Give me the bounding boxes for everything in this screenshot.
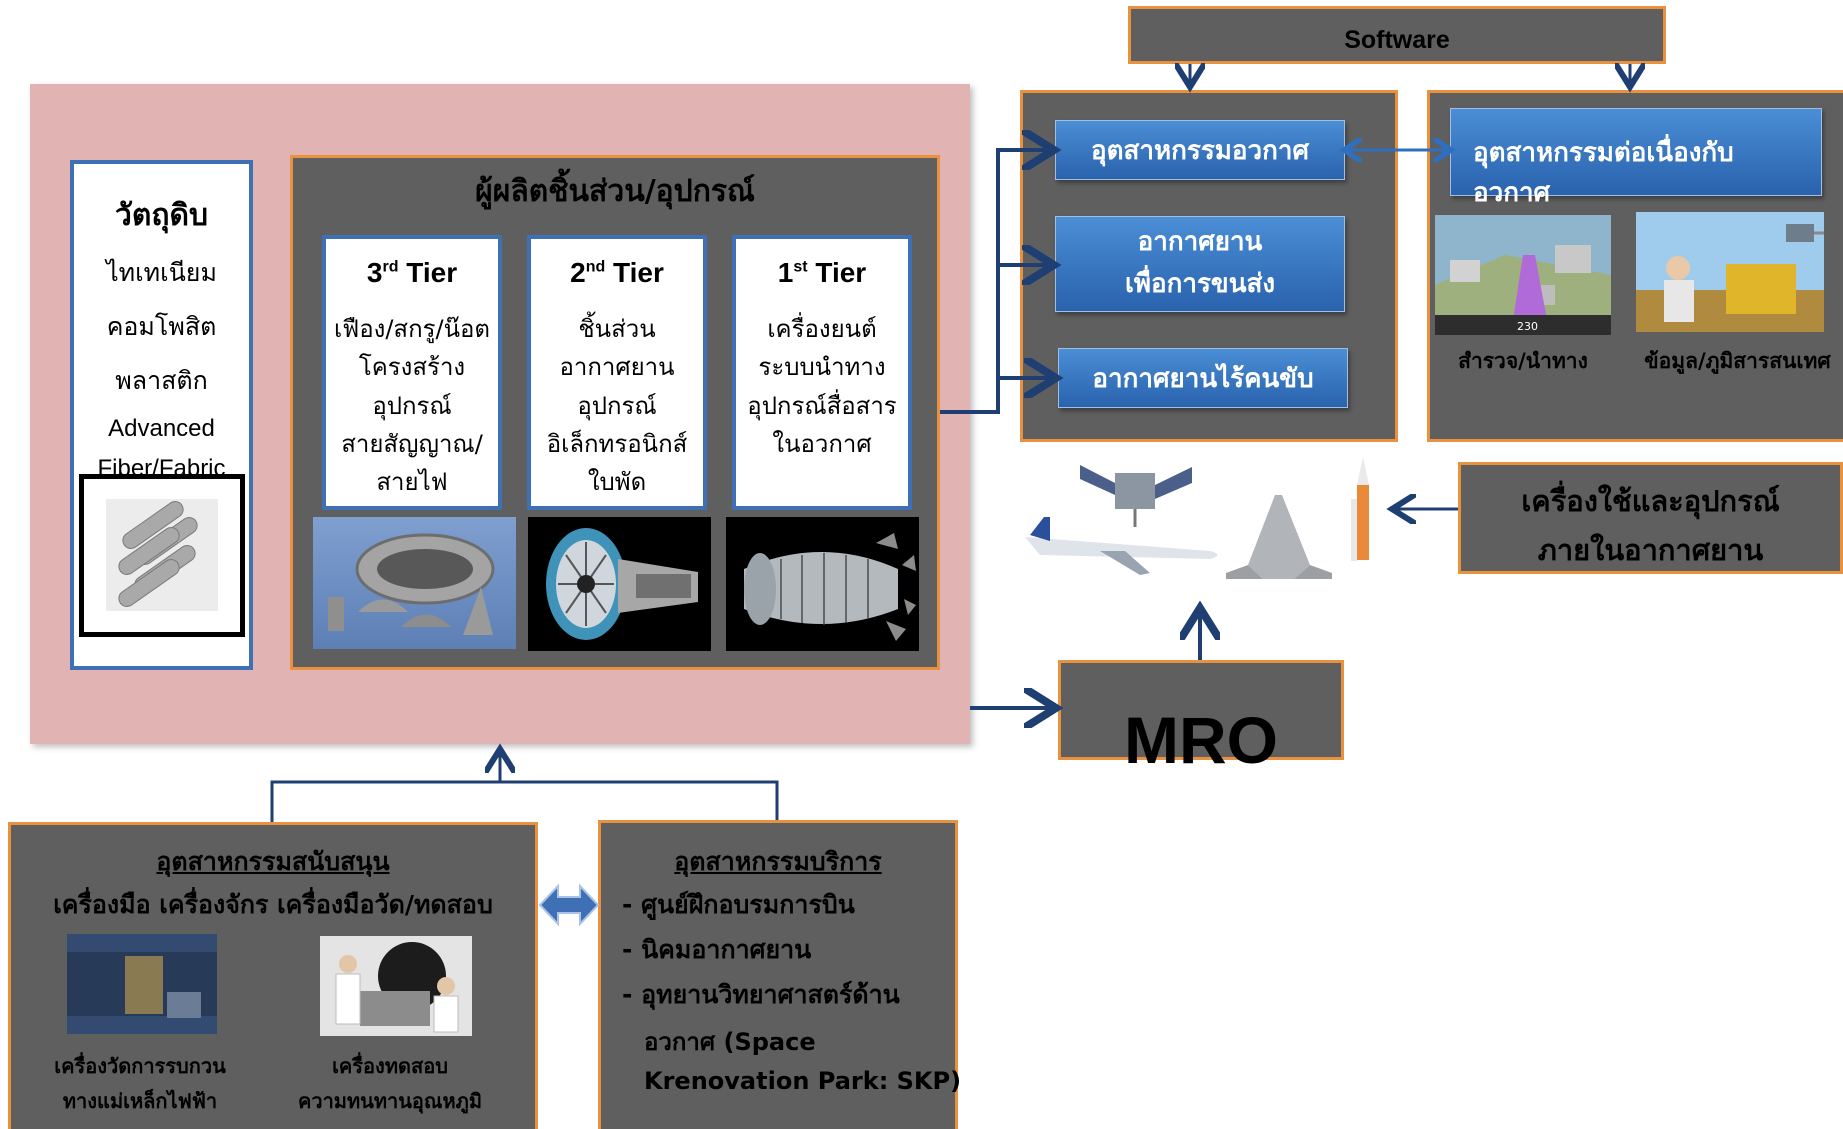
service-item: - นิคมอากาศยาน	[622, 935, 812, 964]
satellite-icon	[1080, 465, 1192, 527]
fighter-jet-icon	[1226, 495, 1332, 579]
transport-aircraft-line-2: เพื่อการขนส่ง	[1124, 269, 1276, 299]
tier-line: ในอวกาศ	[772, 429, 872, 458]
emi-caption-line-2: ทางแม่เหล็กไฟฟ้า	[62, 1089, 218, 1113]
material-item: Advanced	[108, 415, 215, 442]
aircraft-equipment-box	[1458, 462, 1843, 574]
airliner-icon	[1025, 517, 1218, 575]
material-item: คอมโพสิต	[106, 312, 217, 341]
engine-cutaway-image	[726, 517, 919, 651]
aircraft-illustration	[1025, 457, 1369, 579]
thermal-caption-line-1: เครื่องทดสอบ	[332, 1054, 448, 1078]
tier-1-card: 1st Tier เครื่องยนต์ ระบบนำทาง อุปกรณ์สื…	[732, 235, 912, 510]
tier-2-title: 2nd Tier	[570, 257, 664, 288]
tier-line: อุปกรณ์	[577, 391, 657, 420]
support-connector	[270, 780, 779, 822]
downstream-industry-button[interactable]: อุตสาหกรรมต่อเนื่องกับ อวกาศ	[1450, 108, 1822, 208]
turbofan-icon	[546, 528, 698, 640]
turbofan-image	[528, 517, 711, 651]
uav-button[interactable]: อากาศยานไร้คนขับ	[1058, 348, 1348, 408]
thermal-test-image	[320, 936, 472, 1036]
tier-line: โครงสร้าง	[358, 353, 466, 382]
service-item: - ศูนย์ฝึกอบรมการบิน	[622, 890, 855, 919]
navigation-map-image: 230	[1435, 215, 1611, 335]
tier-line: ใบพัด	[587, 468, 647, 497]
tier-1-title: 1st Tier	[777, 257, 867, 288]
metal-rods-icon	[106, 499, 218, 611]
tier-2-card: 2nd Tier ชิ้นส่วน อากาศยาน อุปกรณ์ อิเล็…	[527, 235, 707, 510]
navigation-map-icon: 230	[1435, 215, 1611, 335]
support-service-link	[538, 883, 600, 927]
satellite-farmer-image	[1636, 212, 1824, 332]
aircraft-equipment-line-1: เครื่องใช้และอุปกรณ์	[1521, 484, 1780, 518]
software-bar	[1128, 6, 1666, 64]
raw-materials-title: วัตถุดิบ	[114, 198, 209, 233]
manufacturer-connector	[940, 150, 1050, 414]
tier-3-card: 3rd Tier เฟือง/สกรู/น๊อต โครงสร้าง อุปกร…	[322, 235, 502, 510]
metal-rods-image	[79, 474, 245, 637]
tier-line: อุปกรณ์	[372, 391, 452, 420]
mro-label: MRO	[1124, 703, 1278, 777]
engine-cutaway-icon	[744, 533, 916, 641]
tier-line: อากาศยาน	[559, 353, 675, 382]
engine-parts-icon	[328, 533, 495, 635]
tier-line: อิเล็กทรอนิกส์	[546, 429, 688, 458]
service-item-continued: Krenovation Park: SKP)	[644, 1067, 962, 1095]
tier-line: ชิ้นส่วน	[578, 314, 656, 343]
transport-aircraft-button[interactable]: อากาศยาน เพื่อการขนส่ง	[1055, 216, 1345, 312]
geospatial-caption: ข้อมูล/ภูมิสารสนเทศ	[1644, 349, 1831, 373]
thermal-caption-line-2: ความทนทานอุณหภูมิ	[297, 1089, 483, 1113]
engine-parts-image	[313, 517, 516, 649]
aerospace-industry-button[interactable]: อุตสาหกรรมอวกาศ	[1055, 120, 1345, 180]
tier-3-title: 3rd Tier	[366, 257, 458, 288]
tier-line: ระบบนำทาง	[758, 353, 886, 382]
survey-navigation-caption: สำรวจ/นำทาง	[1458, 349, 1588, 373]
satellite-farmer-icon	[1636, 212, 1824, 332]
tier-line: สายไฟ	[376, 468, 448, 497]
transport-aircraft-line-1: อากาศยาน	[1137, 227, 1263, 258]
material-item: ไทเทเนียม	[106, 258, 217, 287]
material-item: พลาสติก	[115, 366, 208, 395]
service-item-continued: อวกาศ (Space	[644, 1028, 816, 1056]
manufacturer-title: ผู้ผลิตชิ้นส่วน/อุปกรณ์	[475, 174, 755, 209]
service-industry-panel	[598, 820, 958, 1129]
emi-chamber-image	[67, 934, 217, 1034]
aircraft-equipment-line-2: ภายในอากาศยาน	[1537, 533, 1764, 567]
tier-line: อุปกรณ์สื่อสาร	[747, 391, 897, 420]
emi-chamber-icon	[67, 934, 217, 1034]
downstream-title-line-1: อุตสาหกรรมต่อเนื่องกับ	[1473, 138, 1734, 168]
rocket-icon	[1351, 457, 1369, 561]
support-industry-title: อุตสาหกรรมสนับสนุน	[156, 847, 390, 876]
raw-materials-card: วัตถุดิบ ไทเทเนียม คอมโพสิต พลาสติก Adva…	[70, 160, 253, 670]
nav-speed-readout: 230	[1517, 320, 1538, 333]
tier-line: เฟือง/สกรู/น๊อต	[334, 314, 490, 343]
service-item: - อุทยานวิทยาศาสตร์ด้าน	[622, 980, 900, 1009]
service-industry-title: อุตสาหกรรมบริการ	[674, 847, 882, 876]
tier-line: เครื่องยนต์	[767, 314, 877, 343]
emi-caption-line-1: เครื่องวัดการรบกวน	[54, 1054, 226, 1078]
software-label: Software	[1344, 26, 1450, 54]
tier-line: สายสัญญาณ/	[341, 429, 483, 458]
thermal-test-icon	[320, 936, 472, 1036]
downstream-title-line-2: อวกาศ	[1473, 178, 1551, 209]
support-industry-subtitle: เครื่องมือ เครื่องจักร เครื่องมือวัด/ทดส…	[53, 890, 493, 919]
